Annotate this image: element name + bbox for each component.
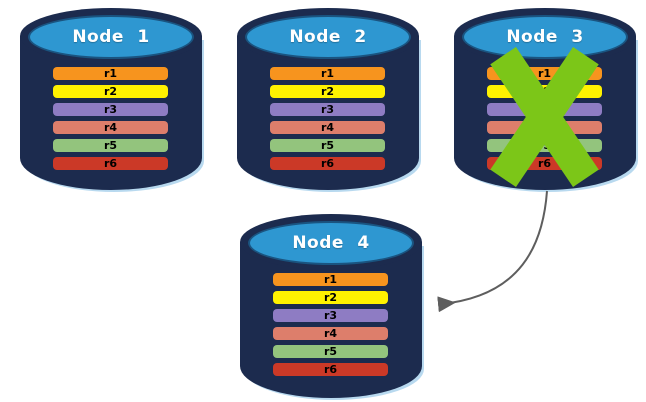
cylinder-top: Node 2: [245, 15, 411, 59]
record-bar: r5: [270, 139, 385, 152]
record-list: r1 r2 r3 r4 r5 r6: [273, 273, 388, 381]
failover-arrow-path: [437, 190, 548, 313]
node-title: Node 2: [289, 27, 367, 47]
record-bar: r2: [273, 291, 388, 304]
record-bar: r5: [487, 139, 602, 152]
record-list: r1 r2 r3 r4 r5 r6: [53, 67, 168, 175]
cylinder-top: Node 3: [462, 15, 628, 59]
node-4: Node 4 r1 r2 r3 r4 r5 r6: [240, 214, 422, 398]
record-bar: r5: [53, 139, 168, 152]
node-1: Node 1 r1 r2 r3 r4 r5 r6: [20, 8, 202, 190]
node-title: Node 1: [72, 27, 150, 47]
record-bar: r5: [273, 345, 388, 358]
record-bar: r3: [53, 103, 168, 116]
record-bar: r4: [270, 121, 385, 134]
cylinder-top: Node 4: [248, 221, 414, 265]
node-title: Node 4: [292, 233, 370, 253]
record-bar: r2: [487, 85, 602, 98]
record-bar: r3: [270, 103, 385, 116]
record-bar: r1: [53, 67, 168, 80]
node-title: Node 3: [506, 27, 584, 47]
record-bar: r2: [270, 85, 385, 98]
record-bar: r2: [53, 85, 168, 98]
cylinder-top: Node 1: [28, 15, 194, 59]
record-bar: r6: [53, 157, 168, 170]
record-bar: r4: [487, 121, 602, 134]
record-bar: r6: [273, 363, 388, 376]
record-bar: r1: [487, 67, 602, 80]
record-bar: r4: [273, 327, 388, 340]
record-list: r1 r2 r3 r4 r5 r6: [487, 67, 602, 175]
record-bar: r4: [53, 121, 168, 134]
record-bar: r6: [270, 157, 385, 170]
record-bar: r6: [487, 157, 602, 170]
node-3: Node 3 r1 r2 r3 r4 r5 r6: [454, 8, 636, 190]
node-2: Node 2 r1 r2 r3 r4 r5 r6: [237, 8, 419, 190]
record-bar: r3: [487, 103, 602, 116]
record-bar: r1: [270, 67, 385, 80]
record-bar: r3: [273, 309, 388, 322]
record-bar: r1: [273, 273, 388, 286]
record-list: r1 r2 r3 r4 r5 r6: [270, 67, 385, 175]
